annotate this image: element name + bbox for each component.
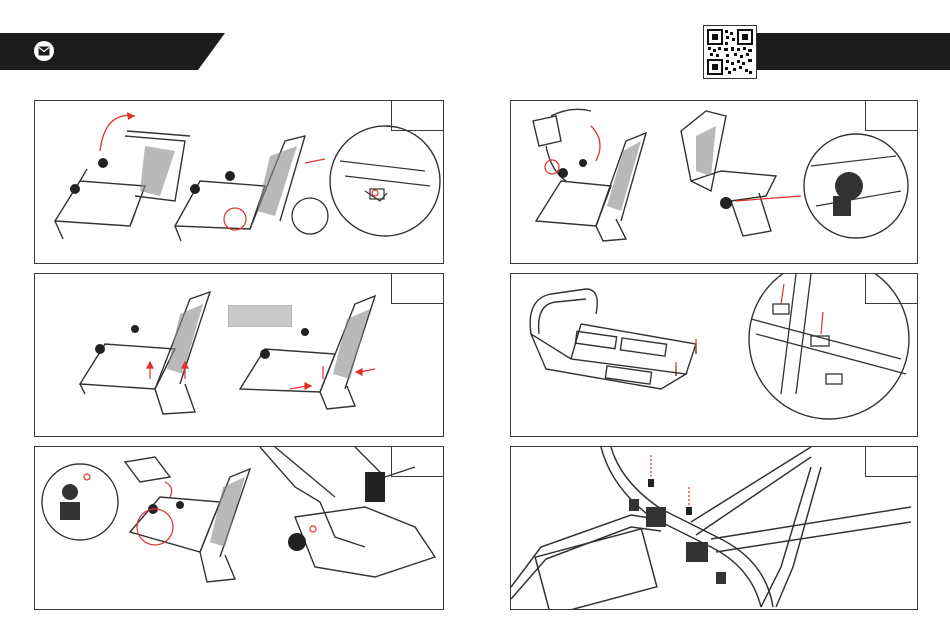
envelope-icon xyxy=(34,41,54,61)
assembly-step-panel xyxy=(510,273,918,437)
assembly-step-panel xyxy=(34,100,444,264)
assembly-step-panel xyxy=(34,446,444,610)
assembly-illustration xyxy=(35,274,443,436)
assembly-step-panel xyxy=(510,446,918,610)
assembly-illustration xyxy=(35,101,443,263)
header-banner-left xyxy=(0,33,225,70)
qr-code[interactable] xyxy=(703,25,757,79)
assembly-illustration xyxy=(511,274,917,436)
header-banner-right xyxy=(757,33,950,70)
assembly-step-panel xyxy=(34,273,444,437)
assembly-illustration xyxy=(511,447,917,609)
assembly-step-panel xyxy=(510,100,918,264)
assembly-illustration xyxy=(35,447,443,609)
assembly-illustration xyxy=(511,101,917,263)
